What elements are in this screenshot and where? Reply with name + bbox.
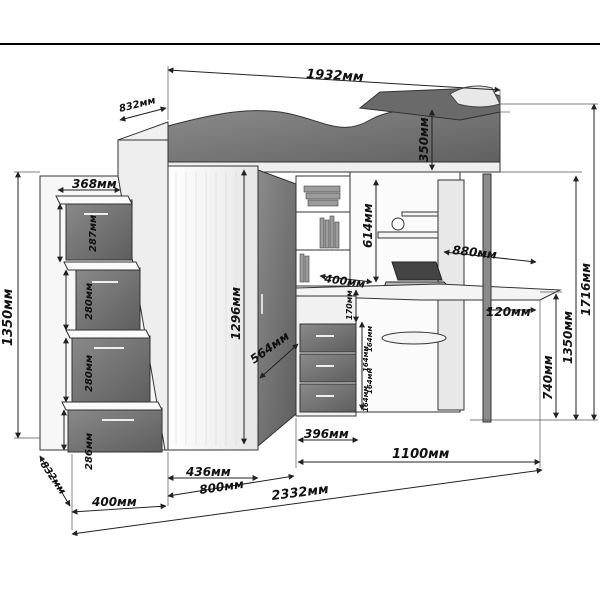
label-stair-height: 1350мм xyxy=(1,288,16,346)
wardrobe-door xyxy=(257,169,297,448)
label-step-3: 280мм xyxy=(84,355,95,392)
label-step-4: 286мм xyxy=(84,433,95,470)
label-drawer-1: 164мм xyxy=(366,326,374,352)
stair-drawer-2 xyxy=(75,267,141,331)
stair-handles xyxy=(84,213,134,421)
clock xyxy=(391,217,405,231)
label-step-2: 280мм xyxy=(84,283,95,320)
label-desk-depth: 880мм xyxy=(452,243,498,262)
label-drawer-4: 164мм xyxy=(362,386,370,412)
pedestal-drawer-3 xyxy=(299,383,357,413)
label-post-offset: 120мм xyxy=(486,305,531,319)
label-stair-step-width: 368мм xyxy=(72,177,117,191)
pedestal-drawer-2 xyxy=(299,353,357,383)
label-right-height-inner: 1350мм xyxy=(561,311,575,364)
pedestal-drawer-1 xyxy=(299,323,357,353)
label-drawer-3: 164мм xyxy=(366,368,374,394)
label-stair-depth: 400мм xyxy=(91,495,137,509)
label-overall-top-width: 1932мм xyxy=(306,67,365,85)
pedestal-handles xyxy=(316,335,334,397)
label-drawer-width: 396мм xyxy=(304,427,349,441)
label-step-1: 287мм xyxy=(88,215,99,252)
label-wardrobe-depth: 800мм xyxy=(198,477,244,497)
label-wardrobe-width: 436мм xyxy=(185,465,231,479)
stair-treads xyxy=(55,195,163,411)
books xyxy=(299,185,341,283)
laptop-screen xyxy=(391,261,443,281)
label-wardrobe-height: 1296мм xyxy=(229,287,243,340)
label-overall-length: 2332мм xyxy=(271,482,330,504)
label-drawer-top: 170мм xyxy=(345,290,354,320)
label-canopy-height: 350мм xyxy=(417,117,431,162)
stair-drawer-4 xyxy=(67,407,163,453)
label-drawer-2: 164мм xyxy=(362,346,370,372)
shelf-lines xyxy=(296,211,350,251)
label-desk-height: 740мм xyxy=(541,355,555,400)
label-left-depth-bottom: 832мм xyxy=(38,460,68,497)
support-post xyxy=(482,173,492,423)
label-shelf-height: 614мм xyxy=(361,203,375,248)
dimension-labels: 1932мм 832мм 350мм 368мм 287мм 280мм 280… xyxy=(1,67,593,509)
corner-shelf xyxy=(381,331,447,345)
stair-drawer-1 xyxy=(65,199,133,261)
label-right-height-total: 1716мм xyxy=(579,263,593,316)
label-desk-length: 1100мм xyxy=(392,447,450,462)
dimension-lines xyxy=(14,66,598,537)
label-shelf-width: 400мм xyxy=(323,272,366,291)
